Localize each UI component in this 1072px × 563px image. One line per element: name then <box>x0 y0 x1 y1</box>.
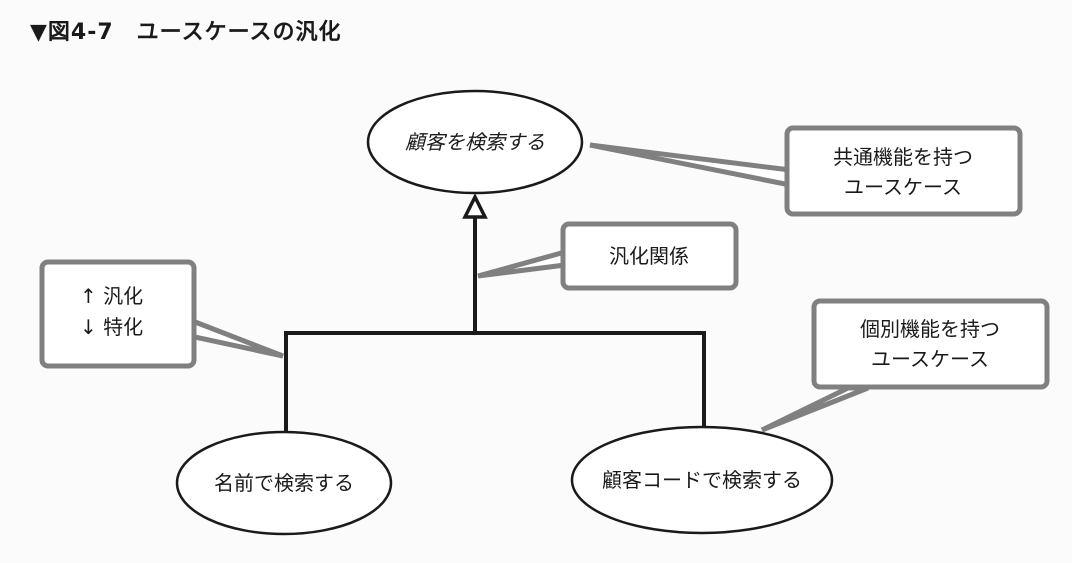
callout-common-box <box>784 125 1023 217</box>
callout-individual-line-2: ユースケース <box>871 347 989 371</box>
callout-individual-box <box>811 298 1050 390</box>
callout-direction-pointer <box>187 316 284 359</box>
use-case-child-left-label: 名前で検索する <box>214 471 354 495</box>
callout-generalization-label: 汎化関係 <box>609 244 689 268</box>
generalization-arrowhead <box>462 193 488 219</box>
callout-direction-box <box>39 259 197 369</box>
use-case-child-right-ellipse <box>570 425 834 535</box>
callout-direction-line-2: ↓ 特化 <box>80 315 143 339</box>
callout-generalization-pointer <box>477 248 568 279</box>
callout-common-line-2: ユースケース <box>844 175 962 199</box>
callout-common-pointer <box>589 142 793 189</box>
callout-common-line-1: 共通機能を持つ <box>833 145 973 169</box>
callout-individual-pointer <box>760 385 869 433</box>
use-case-parent-label: 顧客を検索する <box>405 130 545 154</box>
callout-generalization-box <box>560 221 739 291</box>
use-case-child-right-label: 顧客コードで検索する <box>602 468 802 492</box>
use-case-parent-ellipse <box>366 89 584 195</box>
figure-title: ▼図4-7 ユースケースの汎化 <box>30 20 342 45</box>
use-case-child-left-ellipse <box>175 430 393 536</box>
callout-individual-line-1: 個別機能を持つ <box>860 317 1000 341</box>
callout-direction-line-1: ↑ 汎化 <box>80 284 143 308</box>
